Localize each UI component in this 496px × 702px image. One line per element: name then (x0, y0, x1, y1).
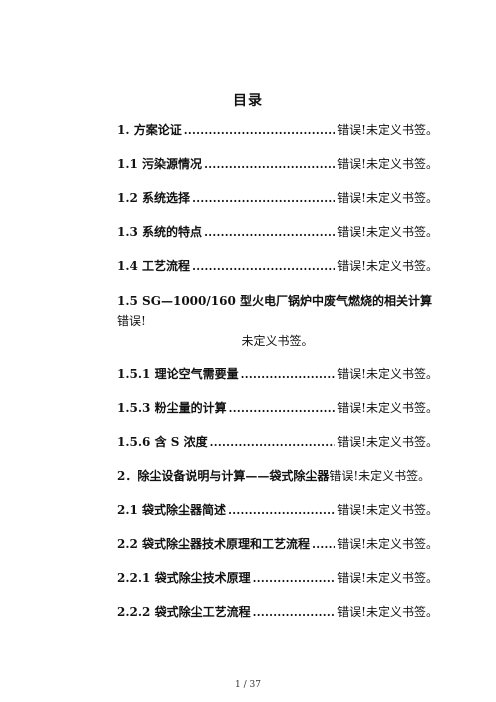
toc-entry[interactable]: 1. 方案论证 错误!未定义书签。 (117, 121, 438, 141)
dot-leader (192, 191, 335, 205)
toc-entry-ref: 错误!未定义书签。 (337, 605, 438, 619)
toc-entry-label: 1.5.6 含 S 浓度 (117, 435, 208, 449)
toc-entry-ref-continued: 未定义书签。 (241, 334, 314, 348)
toc-entry[interactable]: 1.5 SG—1000/160 型火电厂锅炉中废气燃烧的相关计算错误! 未定义书… (117, 291, 438, 351)
dot-leader (210, 435, 336, 449)
toc-title: 目录 (233, 93, 263, 109)
toc-entry[interactable]: 1.3 系统的特点 错误!未定义书签。 (117, 223, 438, 243)
toc-entry[interactable]: 2.2.1 袋式除尘技术原理 错误!未定义书签。 (117, 569, 438, 589)
toc-entry-label: 1.5.3 粉尘量的计算 (117, 401, 227, 415)
toc-entry[interactable]: 1.1 污染源情况 错误!未定义书签。 (117, 155, 438, 175)
toc-entry-label: 2.2 袋式除尘器技术原理和工艺流程 (117, 537, 311, 551)
toc-entry-ref: 错误!未定义书签。 (337, 259, 438, 273)
toc-entry-label: 2.2.1 袋式除尘技术原理 (117, 571, 251, 585)
toc-entry-ref: 错误!未定义书签。 (337, 503, 438, 517)
dot-leader (229, 401, 336, 415)
dot-leader (192, 259, 335, 273)
dot-leader (204, 157, 335, 171)
dot-leader (253, 605, 336, 619)
dot-leader (312, 537, 335, 551)
toc-entry[interactable]: 1.4 工艺流程 错误!未定义书签。 (117, 257, 438, 277)
toc-entry[interactable]: 1.5.1 理论空气需要量 错误!未定义书签。 (117, 365, 438, 385)
dot-leader (204, 225, 335, 239)
toc-entry[interactable]: 2.1 袋式除尘器简述 错误!未定义书签。 (117, 501, 438, 521)
toc-entry[interactable]: 1.5.6 含 S 浓度 错误!未定义书签。 (117, 433, 438, 453)
toc-entry-label: 1.3 系统的特点 (117, 225, 203, 239)
dot-leader (184, 123, 335, 137)
toc-entry-ref: 错误!未定义书签。 (337, 123, 438, 137)
toc-entry-label: 1.2 系统选择 (117, 191, 191, 205)
toc-entry-ref: 错误!未定义书签。 (337, 191, 438, 205)
toc-entry-ref: 错误! (117, 314, 146, 328)
toc-entry-ref: 错误!未定义书签。 (337, 225, 438, 239)
toc-entry[interactable]: 2.2.2 袋式除尘工艺流程 错误!未定义书签。 (117, 603, 438, 623)
dot-leader (241, 367, 336, 381)
toc-entry[interactable]: 1.2 系统选择 错误!未定义书签。 (117, 189, 438, 209)
toc-entry-ref: 错误!未定义书签。 (337, 401, 438, 415)
toc-entry-ref: 错误!未定义书签。 (337, 537, 438, 551)
toc-entry[interactable]: 1.5.3 粉尘量的计算 错误!未定义书签。 (117, 399, 438, 419)
toc-entry-label: 2.1 袋式除尘器简述 (117, 503, 227, 517)
toc-entry[interactable]: 2.2 袋式除尘器技术原理和工艺流程 错误!未定义书签。 (117, 535, 438, 555)
dot-leader (253, 571, 336, 585)
table-of-contents: 1. 方案论证 错误!未定义书签。 1.1 污染源情况 错误!未定义书签。 1.… (117, 121, 438, 637)
toc-entry-ref: 错误!未定义书签。 (337, 367, 438, 381)
page-number: 1 / 37 (235, 680, 261, 690)
dot-leader (228, 503, 335, 517)
toc-entry-label: 1.4 工艺流程 (117, 259, 191, 273)
toc-entry-ref: 错误!未定义书签。 (337, 157, 438, 171)
toc-entry-ref: 错误!未定义书签。 (337, 435, 438, 449)
toc-entry-ref: 错误!未定义书签。 (337, 571, 438, 585)
toc-entry-ref: 错误!未定义书签。 (329, 469, 431, 483)
toc-entry-label: 2.2.2 袋式除尘工艺流程 (117, 605, 251, 619)
toc-entry-label: 1.5 SG—1000/160 型火电厂锅炉中废气燃烧的相关计算 (117, 294, 432, 308)
toc-entry-label: 1. 方案论证 (117, 123, 182, 137)
toc-entry-label: 1.5.1 理论空气需要量 (117, 367, 239, 381)
toc-entry[interactable]: 2．除尘设备说明与计算——袋式除尘器 错误!未定义书签。 (117, 467, 438, 487)
toc-entry-label: 1.1 污染源情况 (117, 157, 203, 171)
toc-entry-label: 2．除尘设备说明与计算——袋式除尘器 (117, 469, 330, 483)
